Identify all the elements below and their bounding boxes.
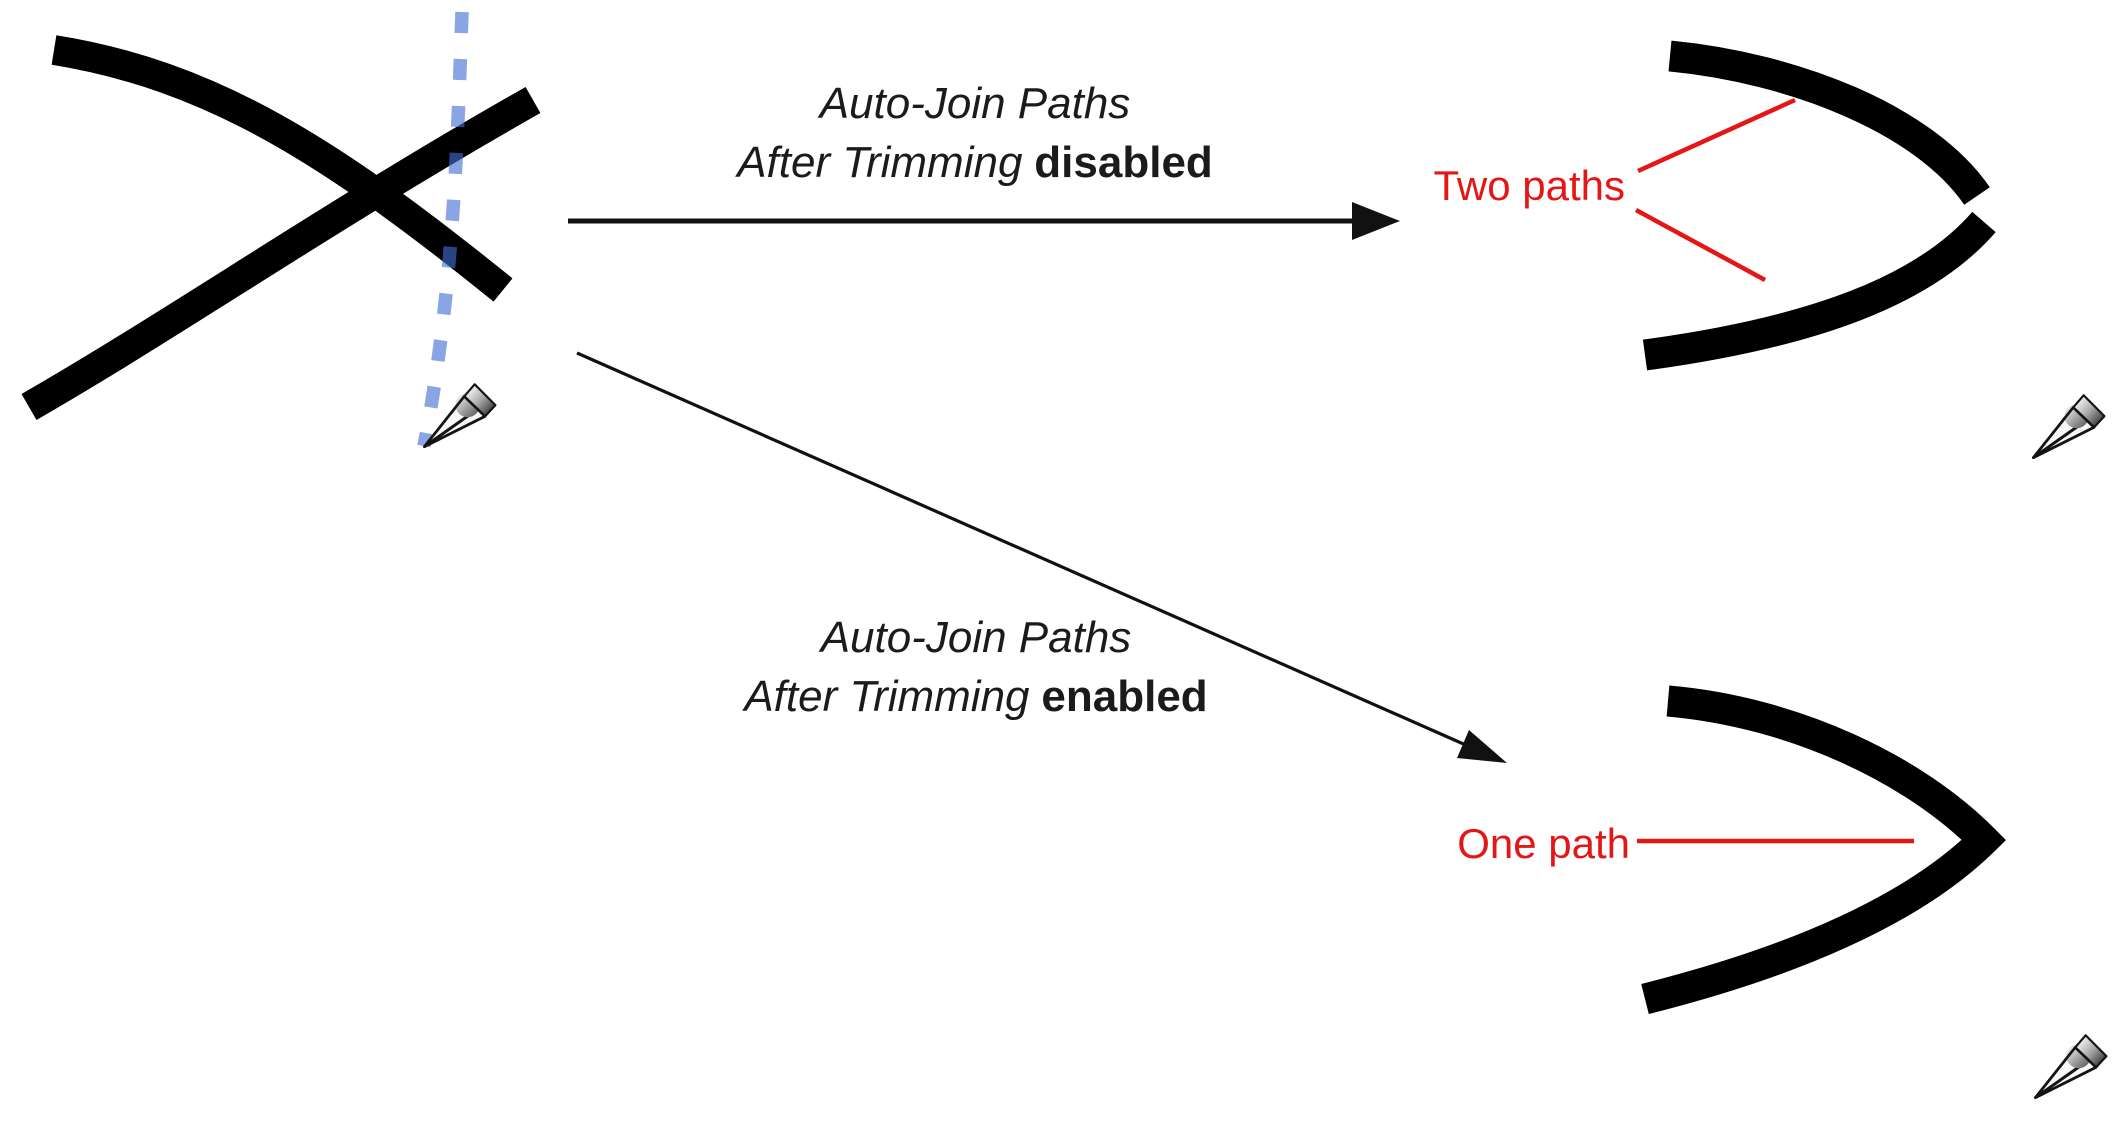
callout-line-upper [1637, 97, 1796, 174]
knife-cursor-icon [2031, 393, 2106, 460]
arrowhead [1457, 730, 1507, 763]
result-one-path [1641, 685, 2006, 1015]
arrowhead [1352, 202, 1400, 240]
arrow-disabled [568, 202, 1400, 240]
label-line-1: Auto-Join Paths [819, 79, 1131, 128]
knife-cursor-icon [2033, 1033, 2108, 1100]
source-path-b [21, 86, 541, 420]
annotation-one-path: One path [1457, 820, 1630, 867]
source-path-a [51, 35, 513, 302]
trim-cut-line [417, 11, 469, 448]
label-line-1: Auto-Join Paths [820, 613, 1132, 662]
result-two-paths [1642, 40, 1996, 371]
result-joined-path [1641, 685, 2006, 1015]
result-lower-path [1642, 211, 1996, 371]
annotation-two-paths: Two paths [1433, 162, 1625, 209]
result-upper-path [1668, 40, 1990, 206]
arrow-enabled [576, 351, 1507, 763]
callout-line-lower [1634, 208, 1767, 282]
source-crossed-paths [21, 35, 541, 420]
